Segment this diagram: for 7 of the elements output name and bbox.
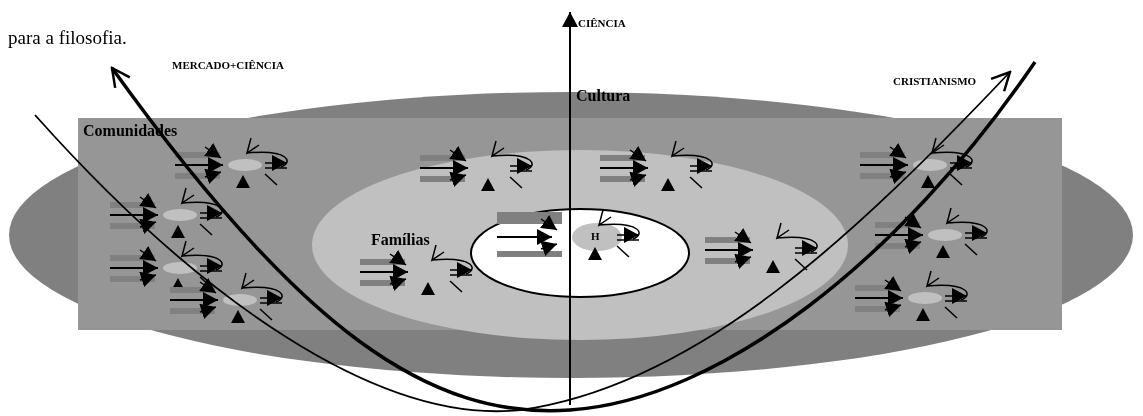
region-label: Cultura (576, 88, 631, 104)
axis-label: MERCADO+CIÊNCIA (172, 60, 284, 71)
region-label: Famílias (371, 232, 430, 248)
person-label: H (591, 231, 600, 242)
axis-label: CRISTIANISMO (893, 76, 977, 87)
axis-label: CIÊNCIA (578, 18, 626, 29)
caption-text: para a filosofia. (8, 28, 127, 47)
